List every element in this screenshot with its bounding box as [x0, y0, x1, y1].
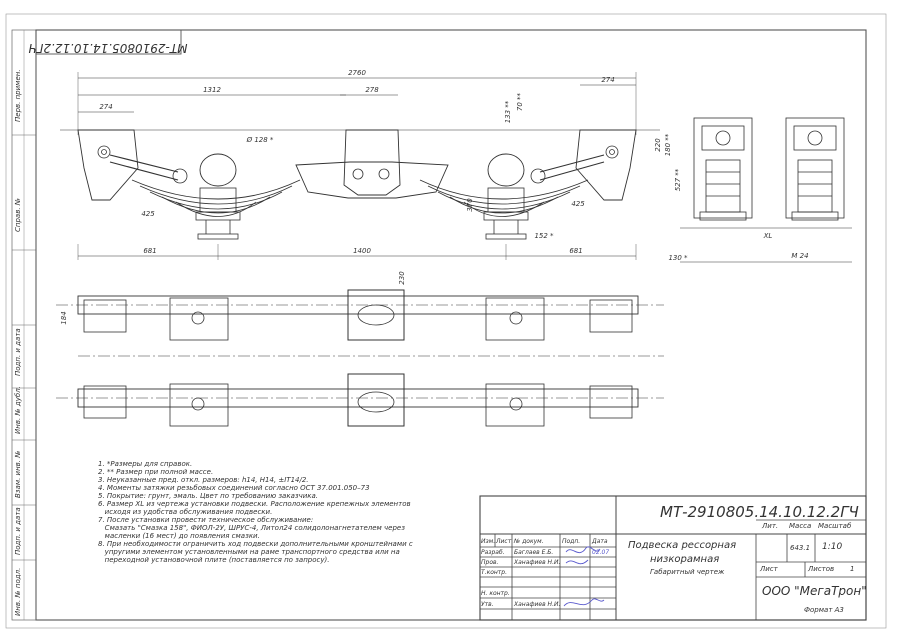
- dim-h70: 70 **: [516, 92, 524, 111]
- tb-date-mark: 02.07: [592, 549, 610, 556]
- dim-plan184: 184: [60, 311, 68, 324]
- tb-col-lit: Лит.: [762, 522, 779, 530]
- tb-rev-h-izm: Изм.: [481, 538, 496, 545]
- dim-left-offset: 1312: [203, 86, 221, 94]
- plan-view-top: [56, 289, 664, 357]
- note-line: исходя из удобства обслуживания подвески…: [98, 508, 273, 516]
- dim-h370: 370: [466, 198, 474, 212]
- dim-h180: 180 **: [664, 133, 672, 156]
- tb-name-line1: Подвеска рессорная: [628, 540, 737, 551]
- note-line: упругими элементом установленными на рам…: [98, 548, 400, 556]
- dim-h220: 220: [654, 138, 662, 152]
- dim-m24: M 24: [791, 252, 808, 260]
- note-line: масленки (16 мест) до появления смазки.: [98, 532, 260, 540]
- note-line: 6. Размер XL из чертежа установки подвес…: [98, 500, 411, 508]
- plan-view-bottom: [56, 373, 664, 427]
- tb-company: ООО "МегаТрон": [762, 584, 867, 598]
- tb-code: МТ-2910805.14.10.12.2ГЧ: [660, 503, 859, 521]
- outer-frame: [5, 13, 887, 629]
- tb-name: Ханафиев Н.И.: [514, 601, 561, 608]
- tb-sheets-label: Листов: [808, 565, 835, 573]
- note-line: переходной установочной плите (поставляе…: [98, 556, 330, 564]
- side-label-sign-date-2: Подп. и дата: [14, 507, 22, 555]
- tb-sheet-label: Лист: [760, 565, 778, 573]
- tb-col-mass: Масса: [789, 522, 812, 530]
- tb-rev-h-doc: № докум.: [514, 538, 544, 545]
- side-label-ref-no: Справ. №: [14, 197, 22, 232]
- tb-sheets-value: 1: [850, 565, 855, 573]
- tb-role: Т.контр.: [481, 569, 508, 576]
- tb-rev-h-list: Лист: [496, 538, 512, 545]
- side-label-dup-inv: Инв. № дубл.: [14, 386, 22, 434]
- dim-w152: 152 *: [534, 232, 554, 240]
- tb-rev-h-sign: Подп.: [562, 538, 581, 545]
- note-line: 4. Моменты затяжки резьбовых соединений …: [98, 484, 370, 492]
- dim-span-left: 681: [143, 247, 156, 255]
- note-line: 3. Неуказанные пред. откл. размеров: h14…: [98, 476, 309, 484]
- side-views: [680, 117, 852, 263]
- tb-role: Разраб.: [481, 549, 505, 556]
- side-label-orig-inv: Инв. № подл.: [14, 567, 22, 616]
- notes-block: 1. *Размеры для справок. 2. ** Размер пр…: [98, 460, 468, 564]
- dim-right-edge: 274: [601, 76, 614, 84]
- dim-h133: 133 **: [504, 100, 512, 123]
- tb-scale-value: 1:10: [822, 542, 843, 552]
- side-label-first-use: Перв. примен.: [14, 69, 22, 122]
- tb-rev-h-date: Дата: [592, 538, 608, 545]
- tb-format: Формат А3: [804, 606, 844, 614]
- tb-role: Пров.: [481, 559, 499, 566]
- dim-xl: XL: [763, 232, 773, 240]
- tb-role: Н. контр.: [481, 590, 510, 597]
- signature-3: [563, 598, 605, 607]
- dim-h527: 527 **: [674, 168, 682, 191]
- note-line: 7. После установки провести техническое …: [98, 516, 314, 524]
- tb-doc-type: Габаритный чертеж: [650, 568, 725, 576]
- dim-overall: 2760: [348, 69, 366, 77]
- tb-col-scale: Масштаб: [818, 522, 852, 530]
- tb-mass-value: 643.1: [790, 544, 811, 552]
- dim-bot130: 130 *: [668, 254, 688, 262]
- dim-center-block: 278: [365, 86, 379, 94]
- top-stamp-box: [35, 29, 182, 55]
- dim-left-edge: 274: [99, 103, 112, 111]
- tb-name: Баглаев Е.Б.: [514, 549, 554, 556]
- front-view: [60, 72, 660, 260]
- tb-name: Ханафиев Н.И.: [514, 559, 561, 566]
- dim-r425-left: 425: [141, 210, 155, 218]
- tb-name-line2: низкорамная: [650, 554, 720, 565]
- dim-hole-dia: Ø 128 *: [246, 136, 274, 144]
- note-line: 8. При необходимости ограничить ход подв…: [98, 540, 413, 548]
- note-line: 5. Покрытие: грунт, эмаль. Цвет по требо…: [98, 492, 319, 500]
- side-label-sign-date-1: Подп. и дата: [14, 328, 22, 376]
- note-line: Смазать "Смазка 158", ФИОЛ-2У, ШРУС-4, Л…: [98, 524, 405, 532]
- note-line: 2. ** Размер при полной массе.: [98, 468, 214, 476]
- tb-role: Утв.: [481, 601, 494, 608]
- top-stamp-code: МТ-2910805.14.10.12.2ГЧ: [28, 41, 187, 55]
- dim-span-right: 681: [569, 247, 582, 255]
- title-block: [479, 495, 867, 621]
- dim-r425-right: 425: [571, 200, 585, 208]
- dim-plan230: 230: [398, 271, 406, 285]
- side-label-repl-inv: Взам. инв. №: [14, 450, 22, 498]
- note-line: 1. *Размеры для справок.: [98, 460, 193, 468]
- dim-span-center: 1400: [353, 247, 371, 255]
- signature-2: [565, 559, 589, 565]
- signature-1: [565, 546, 601, 554]
